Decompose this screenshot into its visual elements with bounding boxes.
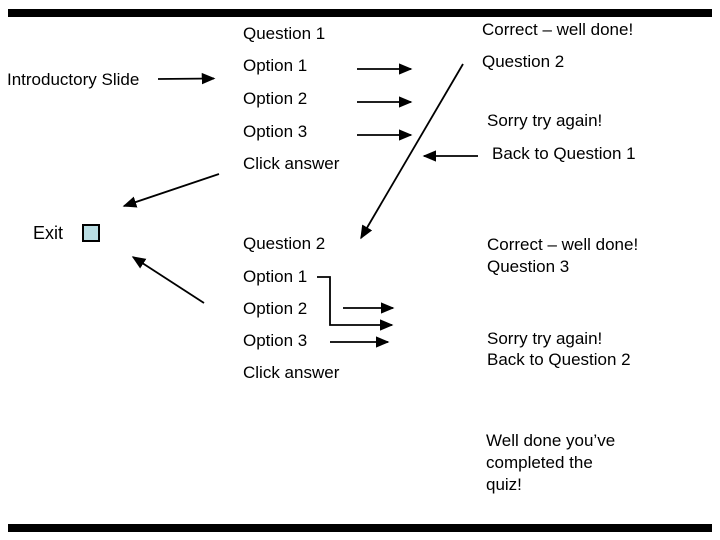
fb2-correct-block: Correct – well done! Question 3 <box>487 234 638 278</box>
arrow-q2-to-exit <box>131 256 205 304</box>
fb1-next-question: Question 2 <box>482 52 565 71</box>
fb1-sorry: Sorry try again! <box>487 111 603 130</box>
q1-option3: Option 3 <box>243 122 308 141</box>
letterbox-bar-top <box>8 9 712 17</box>
q2-title: Question 2 <box>243 234 326 253</box>
completion-message: Well done you’ve completed the quiz! <box>486 430 615 496</box>
elbow-q2-option1 <box>317 276 394 331</box>
q1-title: Question 1 <box>243 24 326 43</box>
completion-line3: quiz! <box>486 475 522 494</box>
completion-line1: Well done you’ve <box>486 431 616 450</box>
q2-option1: Option 1 <box>243 267 308 286</box>
q1-option2: Option 2 <box>243 89 308 108</box>
exit-label: Exit <box>33 223 64 243</box>
letterbox-bar-bottom <box>8 524 712 532</box>
arrow-intro-to-question1 <box>157 72 216 85</box>
arrow-correct1-to-question2 <box>360 63 464 240</box>
completion-line2: completed the <box>486 453 593 472</box>
arrow-q1-to-exit <box>122 173 220 208</box>
fb2-back-link: Back to Question 2 <box>487 350 631 369</box>
q2-click-answer: Click answer <box>243 363 340 382</box>
q1-click-answer: Click answer <box>243 154 340 173</box>
exit-button[interactable] <box>82 224 100 242</box>
fb1-correct: Correct – well done! <box>482 20 634 39</box>
fb2-sorry-block: Sorry try again! Back to Question 2 <box>487 328 631 370</box>
fb1-back-link: Back to Question 1 <box>492 144 636 163</box>
fb2-correct: Correct – well done! <box>487 235 639 254</box>
q2-option3: Option 3 <box>243 331 308 350</box>
fb2-sorry: Sorry try again! <box>487 329 603 348</box>
intro-slide-label: Introductory Slide <box>7 70 140 89</box>
fb2-next-question: Question 3 <box>487 257 570 276</box>
q2-option2: Option 2 <box>243 299 308 318</box>
q1-option1: Option 1 <box>243 56 308 75</box>
